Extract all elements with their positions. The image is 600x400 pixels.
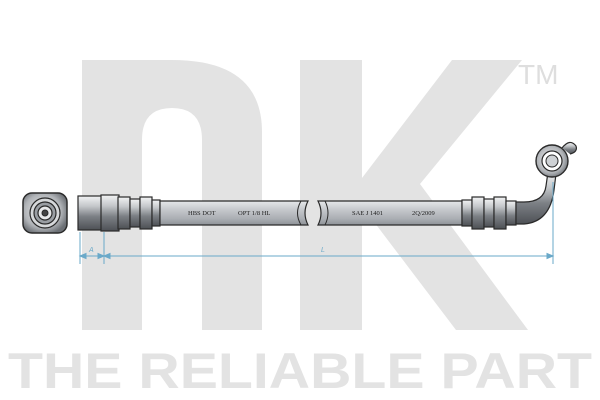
logo-letter-k — [300, 60, 528, 330]
tagline-text: THE RELIABLE PART — [8, 343, 592, 399]
nk-logo-watermark — [82, 60, 528, 330]
marking-date: 2Q/2009 — [412, 210, 435, 217]
hex-nut-end-view — [22, 192, 68, 234]
dimension-label-length: L — [321, 247, 325, 254]
trademark-mark: TM — [518, 59, 558, 90]
marking-opt: OPT 1/8 HL — [238, 210, 270, 217]
hose-body-right — [317, 200, 463, 226]
banjo-eye — [535, 141, 577, 178]
marking-hbs-dot: HBS DOT — [188, 210, 216, 217]
marking-sae: SAE J 1401 — [352, 210, 383, 217]
hose-body-left — [159, 200, 309, 226]
left-fitting — [77, 194, 161, 232]
dimension-lines — [78, 182, 555, 264]
banjo-tube — [515, 171, 557, 225]
logo-letter-n — [82, 60, 262, 330]
right-fitting — [461, 196, 517, 230]
dimension-label-a: A — [88, 247, 94, 254]
